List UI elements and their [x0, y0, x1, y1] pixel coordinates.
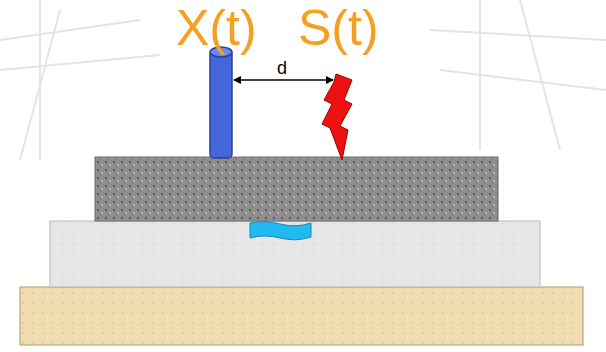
dimension-label: d — [277, 59, 287, 77]
base-layer — [50, 221, 540, 287]
water-patch — [250, 222, 311, 240]
subgrade-layer — [20, 287, 583, 345]
lightning-source — [322, 74, 352, 160]
signal-label: X(t) — [176, 3, 257, 53]
signal-label: S(t) — [298, 3, 379, 53]
surface-layer — [95, 157, 498, 221]
sensor-cylinder — [210, 50, 232, 158]
distance-arrow — [234, 79, 333, 81]
watermark — [0, 0, 606, 160]
